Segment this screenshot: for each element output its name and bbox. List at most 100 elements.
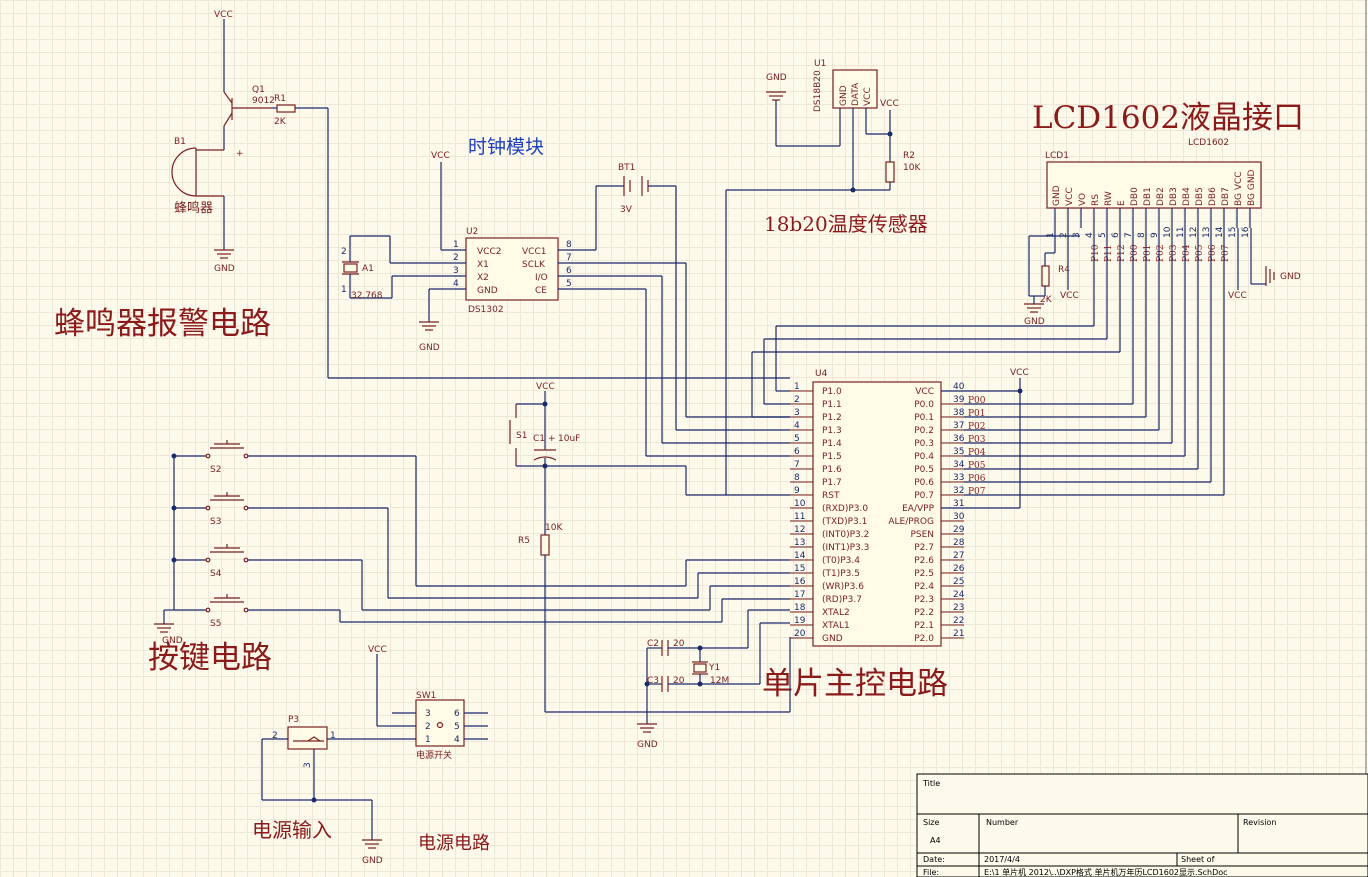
lcd-pin-label: RW xyxy=(1104,191,1114,206)
y1-label: Y1 xyxy=(708,663,720,673)
svg-text:8: 8 xyxy=(566,240,572,250)
lcd-pin-label: DB1 xyxy=(1143,187,1153,206)
clock-module: 时钟模块 VCC U2 DS1302 VCC2 X1 X2 GND VCC1 S… xyxy=(341,136,790,457)
lcd1-part: LCD1602 xyxy=(1188,138,1229,148)
gnd-label: GND xyxy=(1024,317,1045,327)
u4-pin-number: 17 xyxy=(794,590,805,600)
c3-label: C3 xyxy=(647,676,659,686)
u4-left-pin-label: P1.3 xyxy=(822,426,842,436)
lcd-net-label: P03 xyxy=(1169,244,1179,262)
vcc-label: VCC xyxy=(1010,368,1029,378)
u2-pin-vcc2: VCC2 xyxy=(477,247,501,257)
gnd-label: GND xyxy=(637,740,658,750)
power-circuit-label: 电源电路 xyxy=(418,833,490,854)
lcd-pin-number: 15 xyxy=(1228,227,1238,238)
p0-net-label: P07 xyxy=(968,487,986,497)
r2-label: R2 xyxy=(903,151,915,161)
bt1-value: 3V xyxy=(620,205,633,215)
lcd-pin-label: DB3 xyxy=(1169,187,1179,206)
u4-pin-number: 24 xyxy=(953,590,965,600)
gnd-label: GND xyxy=(362,856,383,866)
a1-value: 32.768 xyxy=(351,291,383,301)
r5-resistor xyxy=(540,534,550,556)
lcd-pin-label: DB6 xyxy=(1208,187,1218,206)
ground-symbol xyxy=(1024,303,1044,313)
u4-right-pin-label: P0.7 xyxy=(914,491,934,501)
lcd-net-label: P01 xyxy=(1143,244,1153,262)
p0-net-label: P04 xyxy=(968,448,986,458)
lcd-pin-label: VO xyxy=(1078,193,1088,206)
sheet-label: Sheet of xyxy=(1181,855,1215,864)
clock-title: 时钟模块 xyxy=(468,136,544,158)
p0-net-label: P06 xyxy=(968,474,986,484)
u4-left-pin-label: P1.6 xyxy=(822,465,842,475)
file-value: E:\1 单片机 2012\..\DXP格式 单片机万年历LCD1602显示.S… xyxy=(984,867,1228,877)
svg-text:4: 4 xyxy=(454,735,460,745)
lcd-pin-number: 8 xyxy=(1137,232,1147,238)
u4-pin-number: 29 xyxy=(953,525,965,535)
vcc-label: VCC xyxy=(214,10,233,20)
u4-left-pin-label: P1.1 xyxy=(822,400,842,410)
svg-text:1: 1 xyxy=(330,731,336,741)
y1-crystal xyxy=(693,663,707,673)
u4-pin-number: 40 xyxy=(953,382,965,392)
u4-pin-number: 9 xyxy=(794,486,800,496)
u4-right-pin-label: P0.3 xyxy=(914,439,934,449)
u4-pin-number: 12 xyxy=(794,525,805,535)
buzzer-name: 蜂鸣器 xyxy=(174,200,213,216)
lcd-routes xyxy=(751,228,1225,496)
u4-left-pin-label: (WR)P3.6 xyxy=(822,582,864,592)
u4-pin-number: 10 xyxy=(794,499,806,509)
u4-right-pin-label: P0.4 xyxy=(914,452,934,462)
svg-text:+: + xyxy=(236,149,244,159)
q1-label: Q1 xyxy=(252,85,265,95)
lcd-pin-number: 16 xyxy=(1241,226,1251,238)
u4-pin-number: 18 xyxy=(794,603,806,613)
u4-left-pin-label: RST xyxy=(822,491,840,501)
ground-symbol xyxy=(362,839,382,849)
svg-text:2: 2 xyxy=(425,722,431,732)
u4-right-pin-label: P0.5 xyxy=(914,465,934,475)
u4-pin-number: 3 xyxy=(794,408,800,418)
u4-pin-number: 23 xyxy=(953,603,964,613)
u4-pin-number: 39 xyxy=(953,395,965,405)
file-label: File: xyxy=(923,868,939,877)
keys-title: 按键电路 xyxy=(148,640,272,676)
lcd-pin-number: 13 xyxy=(1202,227,1212,238)
svg-text:3: 3 xyxy=(425,709,431,719)
lcd1602-module xyxy=(1046,161,1262,209)
u4-pin-number: 5 xyxy=(794,434,800,444)
u4-pin-number: 35 xyxy=(953,447,964,457)
u4-left-pin-label: (T1)P3.5 xyxy=(822,569,860,579)
u4-pin-number: 7 xyxy=(794,460,800,470)
key-label: S5 xyxy=(210,619,221,629)
u2-pin-gnd: GND xyxy=(477,286,498,296)
u4-pin-number: 31 xyxy=(953,499,964,509)
lcd-net-label: P11 xyxy=(1104,244,1114,262)
lcd-pin-label: E xyxy=(1117,200,1127,206)
r1-value: 2K xyxy=(274,117,287,127)
a1-label: A1 xyxy=(362,264,374,274)
u4-right-pin-label: P0.1 xyxy=(914,413,934,423)
lcd-pin-label: DB4 xyxy=(1182,187,1192,206)
y1-value: 12M xyxy=(710,676,729,686)
buzzer-title: 蜂鸣器报警电路 xyxy=(54,306,271,342)
u4-right-pin-label: P2.2 xyxy=(914,608,934,618)
u4-pin-number: 22 xyxy=(953,616,964,626)
size-label: Size xyxy=(923,818,940,827)
p0-net-label: P00 xyxy=(968,396,986,406)
u4-left-pin-label: P1.0 xyxy=(822,387,842,397)
u4-left-pin-label: XTAL2 xyxy=(822,608,850,618)
u4-pin-number: 8 xyxy=(794,473,800,483)
lcd-pin-number: 14 xyxy=(1215,226,1225,238)
u2-part: DS1302 xyxy=(468,305,504,315)
u4-right-pin-label: PSEN xyxy=(910,530,934,540)
u4-pin-number: 25 xyxy=(953,577,964,587)
lcd-net-label: P06 xyxy=(1208,244,1218,262)
u4-right-pin-label: P0.2 xyxy=(914,426,934,436)
svg-text:1: 1 xyxy=(425,735,431,745)
lcd-pin-number: 12 xyxy=(1189,227,1199,238)
r2-resistor xyxy=(885,161,895,183)
u4-pin-number: 6 xyxy=(794,447,800,457)
